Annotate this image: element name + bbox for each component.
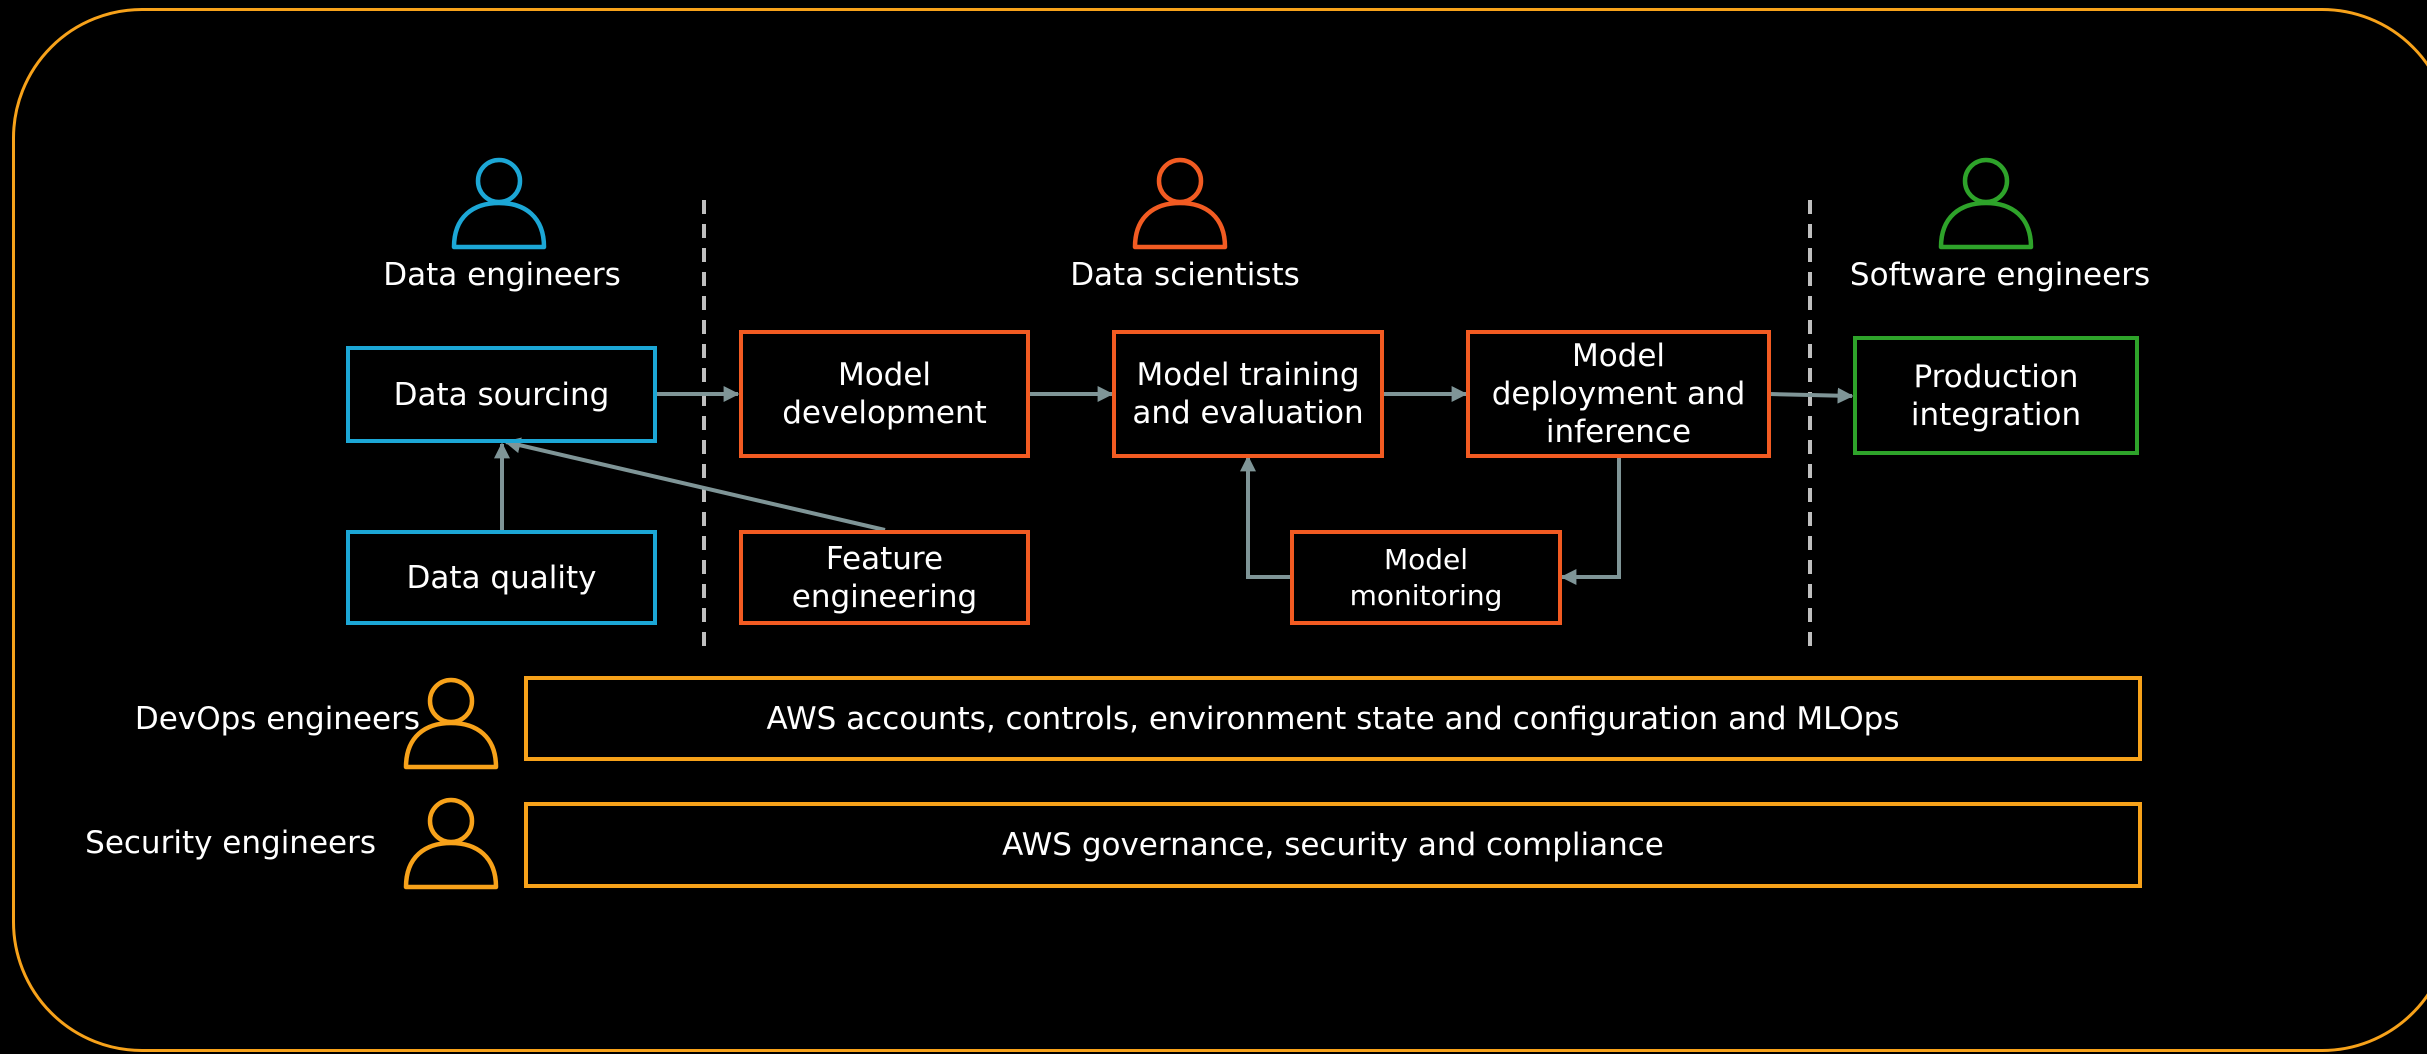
feature-engineering-label: Feature engineering <box>791 540 978 615</box>
arrow-deployment-to-monitoring <box>1560 458 1621 585</box>
role-label-software-engineers: Software engineers <box>1849 257 2151 293</box>
data-quality-label: Data quality <box>406 559 597 596</box>
model-training-label: Model training and evaluation <box>1132 357 1364 431</box>
model-deployment-label: Model deployment and inference <box>1491 338 1746 450</box>
model-training-box: Model training and evaluation <box>1112 330 1384 458</box>
aws-governance-label: AWS governance, security and compliance <box>1002 827 1664 863</box>
data-engineers-person-icon <box>451 157 547 250</box>
data-sourcing-box: Data sourcing <box>346 346 657 443</box>
security-engineers-person-icon <box>403 797 499 890</box>
software-engineers-person-icon <box>1938 157 2034 250</box>
diagram-frame <box>12 8 2427 1052</box>
devops-engineers-person-icon <box>403 677 499 770</box>
model-development-label: Model development <box>782 357 987 431</box>
data-quality-box: Data quality <box>346 530 657 625</box>
role-label-data-engineers: Data engineers <box>383 257 621 293</box>
data-sourcing-label: Data sourcing <box>393 376 610 413</box>
data-scientists-person-icon <box>1132 157 1228 250</box>
arrow-monitoring-to-training <box>1240 455 1290 579</box>
arrow-deployment-to-production <box>1769 387 1854 404</box>
aws-governance-bar: AWS governance, security and compliance <box>524 802 2142 888</box>
role-label-devops-engineers: DevOps engineers <box>134 701 420 737</box>
arrow-feature-to-sourcing <box>504 437 886 532</box>
role-label-security-engineers: Security engineers <box>85 825 376 861</box>
feature-engineering-box: Feature engineering <box>739 530 1030 625</box>
aws-accounts-label: AWS accounts, controls, environment stat… <box>766 700 1900 737</box>
production-integration-label: Production integration <box>1910 358 2082 433</box>
model-monitoring-label: Model monitoring <box>1349 542 1503 612</box>
production-integration-box: Production integration <box>1853 336 2139 455</box>
model-development-box: Model development <box>739 330 1030 458</box>
model-monitoring-box: Model monitoring <box>1290 530 1562 625</box>
role-label-data-scientists: Data scientists <box>1070 257 1300 293</box>
model-deployment-box: Model deployment and inference <box>1466 330 1771 458</box>
aws-accounts-bar: AWS accounts, controls, environment stat… <box>524 676 2142 761</box>
